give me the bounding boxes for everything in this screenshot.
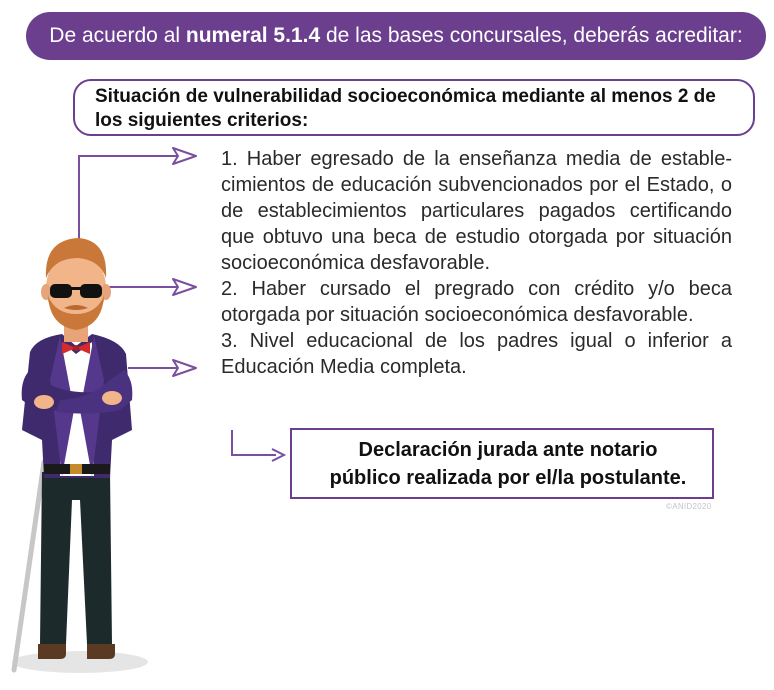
arrow-icon-decl	[271, 448, 287, 462]
criteria-list: 1. Haber egresado de la enseñanza media …	[221, 146, 732, 380]
person-illustration	[11, 238, 148, 673]
header-banner: De acuerdo al numeral 5.1.4 de las bases…	[26, 12, 766, 60]
criterion-1: 1. Haber egresado de la enseñanza media …	[221, 148, 732, 274]
criteria-heading: Situación de vulnerabilidad socioeconómi…	[73, 79, 755, 136]
declaration-box: Declaración jurada ante notario público …	[290, 428, 714, 499]
copyright-credit: ©ANID2020	[666, 502, 712, 511]
connector-line-decl	[231, 430, 276, 456]
banner-text-after: de las bases concursales, deberás acredi…	[320, 24, 743, 47]
cane-icon	[11, 459, 47, 673]
criterion-2: 2. Haber cursado el pregrado con crédito…	[221, 278, 732, 326]
arrow-icon-2	[172, 278, 197, 296]
arrow-icon-3	[172, 359, 197, 377]
arrow-icon-1	[172, 147, 197, 165]
connector-line-main	[78, 155, 180, 240]
banner-text-bold: numeral 5.1.4	[185, 24, 321, 47]
sunglasses-icon	[50, 284, 102, 298]
criterion-3: 3. Nivel educacional de los padres igual…	[221, 330, 732, 378]
banner-text-before: De acuerdo al	[49, 24, 186, 47]
